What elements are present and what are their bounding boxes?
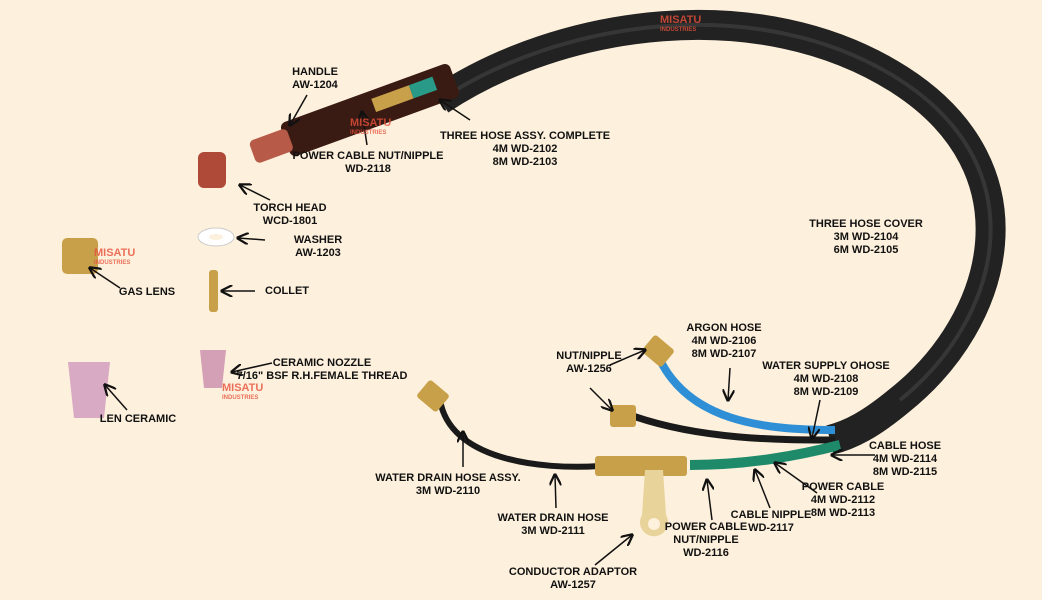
label-line: 4M WD-2102: [492, 143, 558, 155]
label-line: HANDLE: [292, 66, 338, 78]
label-line: TORCH HEAD: [253, 202, 327, 214]
gas-lens: [62, 238, 98, 274]
brass-fittings: [417, 335, 687, 476]
watermark-sub: INDUSTRIES: [660, 27, 697, 33]
label-line: WATER DRAIN HOSE: [497, 512, 609, 524]
label-line: WD-2118: [345, 163, 391, 175]
len-ceramic: [68, 362, 110, 418]
label-line: 3M WD-2104: [833, 231, 899, 243]
watermark-sub: INDUSTRIES: [350, 130, 387, 136]
label-line: 8M WD-2113: [810, 507, 876, 519]
handle: [249, 63, 460, 163]
label-line: WD-2117: [748, 522, 794, 534]
torch-head: [198, 152, 226, 188]
label-line: CABLE HOSE: [868, 440, 942, 452]
water-drain-hose: [437, 399, 601, 470]
watermark-sub: INDUSTRIES: [94, 260, 131, 266]
label-water-drain-hose-assy: WATER DRAIN HOSE ASSY.3M WD-2110: [375, 472, 520, 498]
label-line: 4M WD-2108: [793, 373, 859, 385]
label-line: 4M WD-2112: [810, 494, 876, 506]
watermark-sub: INDUSTRIES: [222, 395, 259, 401]
watermark-brand: MISATU: [660, 14, 702, 26]
watermark-brand: MISATU: [222, 382, 264, 394]
ceramic-nozzle: [200, 350, 226, 388]
label-len-ceramic: LEN CERAMIC: [100, 413, 176, 426]
label-line: THREE HOSE COVER: [809, 218, 923, 230]
label-line: WD-2116: [683, 547, 729, 559]
label-line: 7/16" BSF R.H.FEMALE THREAD: [236, 370, 408, 382]
label-line: 6M WD-2105: [833, 244, 899, 256]
leader-arrows: [90, 94, 875, 566]
label-line: 8M WD-2107: [691, 348, 757, 360]
label-line: ARGON HOSE: [686, 322, 762, 334]
collet: [209, 270, 218, 312]
label-line: AW-1257: [550, 579, 596, 591]
label-line: CERAMIC NOZZLE: [272, 357, 372, 369]
label-line: COLLET: [265, 285, 309, 297]
label-line: NUT/NIPPLE: [673, 534, 739, 546]
label-line: CONDUCTOR ADAPTOR: [508, 566, 638, 578]
label-line: 4M WD-2106: [691, 335, 757, 347]
label-line: THREE HOSE ASSY. COMPLETE: [439, 130, 611, 142]
label-line: CABLE NIPPLE: [730, 509, 812, 521]
label-line: AW-1203: [295, 247, 341, 259]
label-line: 8M WD-2103: [492, 156, 558, 168]
label-line: AW-1204: [292, 79, 338, 91]
label-line: WATER DRAIN HOSE ASSY.: [375, 472, 521, 484]
conductor-adaptor: [640, 470, 668, 537]
watermark-brand: MISATU: [350, 117, 392, 129]
label-line: 3M WD-2111: [521, 525, 585, 537]
label-line: AW-1256: [566, 363, 612, 375]
watermark-brand: MISATU: [94, 247, 136, 259]
label-collet: COLLET: [265, 285, 309, 298]
label-line: WASHER: [293, 234, 343, 246]
label-line: 4M WD-2114: [872, 453, 938, 465]
cable-hose: [689, 440, 842, 470]
label-line: 8M WD-2109: [793, 386, 859, 398]
label-line: WATER SUPPLY OHOSE: [762, 360, 890, 372]
label-line: 8M WD-2115: [872, 466, 938, 478]
label-line: POWER CABLE: [664, 521, 748, 533]
label-line: GAS LENS: [118, 286, 176, 298]
label-line: POWER CABLE: [801, 481, 885, 493]
label-gas-lens: GAS LENS: [119, 286, 175, 299]
label-line: POWER CABLE NUT/NIPPLE: [292, 150, 444, 162]
label-line: WCD-1801: [262, 215, 318, 227]
label-line: LEN CERAMIC: [99, 413, 177, 425]
label-line: NUT/NIPPLE: [556, 350, 622, 362]
label-line: 3M WD-2110: [415, 485, 481, 497]
